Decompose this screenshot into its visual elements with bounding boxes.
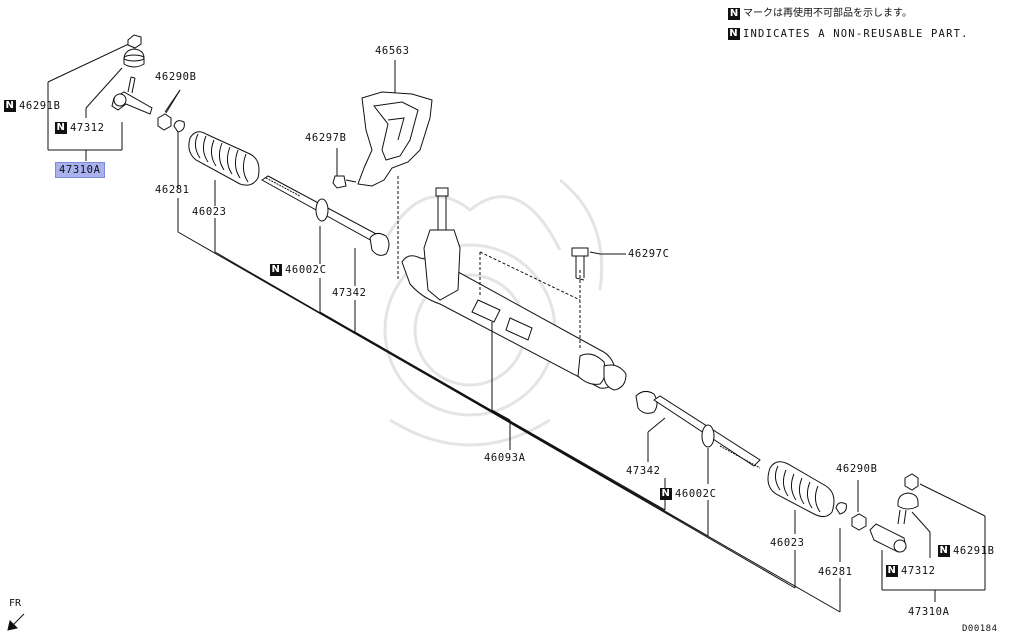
part-number: 46291B — [953, 545, 995, 557]
part-number: 46291B — [19, 100, 61, 112]
diagram-code: D00184 — [962, 624, 998, 634]
watermark-emblem — [378, 178, 604, 447]
non-reusable-badge: N — [728, 8, 740, 20]
part-label-47310a-right[interactable]: 47310A — [908, 606, 950, 618]
legend-jp-text: マークは再使用不可部品を示します。 — [743, 8, 912, 19]
left-rack-boot — [188, 131, 260, 186]
left-tie-rod — [261, 175, 390, 256]
part-label-46093a[interactable]: 46093A — [484, 452, 526, 464]
steering-gear-housing — [397, 176, 627, 391]
part-label-46023-right[interactable]: 46023 — [770, 537, 805, 549]
bracket-screw — [332, 148, 357, 189]
part-number: 47312 — [70, 122, 105, 134]
leader-lines — [165, 89, 986, 613]
front-direction-label: FR — [9, 598, 22, 609]
heat-shield — [357, 60, 433, 187]
non-reusable-badge: N — [55, 122, 67, 134]
part-label-46281-left[interactable]: 46281 — [155, 184, 190, 196]
part-label-47310a-left[interactable]: 47310A — [55, 162, 105, 178]
non-reusable-badge: N — [270, 264, 282, 276]
non-reusable-badge: N — [4, 100, 16, 112]
left-tie-rod-end-bracket — [47, 41, 134, 161]
part-label-47342-left[interactable]: 47342 — [332, 287, 367, 299]
left-dust-cap — [123, 34, 145, 68]
part-label-46297c[interactable]: 46297C — [628, 248, 670, 260]
non-reusable-badge: N — [938, 545, 950, 557]
non-reusable-badge: N — [886, 565, 898, 577]
part-label-47342-right[interactable]: 47342 — [626, 465, 661, 477]
part-label-46281-right[interactable]: 46281 — [818, 566, 853, 578]
part-number: 46002C — [675, 488, 717, 500]
part-label-46290b-left[interactable]: 46290B — [155, 71, 197, 83]
mounting-bolt — [571, 247, 601, 281]
highlighted-part-number: 47310A — [55, 162, 105, 178]
part-label-46290b-right[interactable]: 46290B — [836, 463, 878, 475]
part-label-46563[interactable]: 46563 — [375, 45, 410, 57]
left-tie-rod-end — [111, 76, 153, 115]
right-rack-boot — [767, 461, 835, 518]
right-clip — [835, 502, 847, 515]
part-number: 47312 — [901, 565, 936, 577]
part-number: 46002C — [285, 264, 327, 276]
legend-en-text: INDICATES A NON-REUSABLE PART. — [743, 28, 969, 40]
non-reusable-badge: N — [728, 28, 740, 40]
left-clip — [173, 120, 185, 133]
non-reusable-badge: N — [660, 488, 672, 500]
right-tie-rod — [635, 390, 761, 469]
right-tie-rod-end — [869, 509, 907, 553]
part-label-46297b[interactable]: 46297B — [305, 132, 347, 144]
part-label-46023-left[interactable]: 46023 — [192, 206, 227, 218]
right-lock-nut — [851, 513, 867, 531]
front-arrow-icon — [7, 613, 25, 631]
right-dust-cap — [897, 473, 919, 510]
